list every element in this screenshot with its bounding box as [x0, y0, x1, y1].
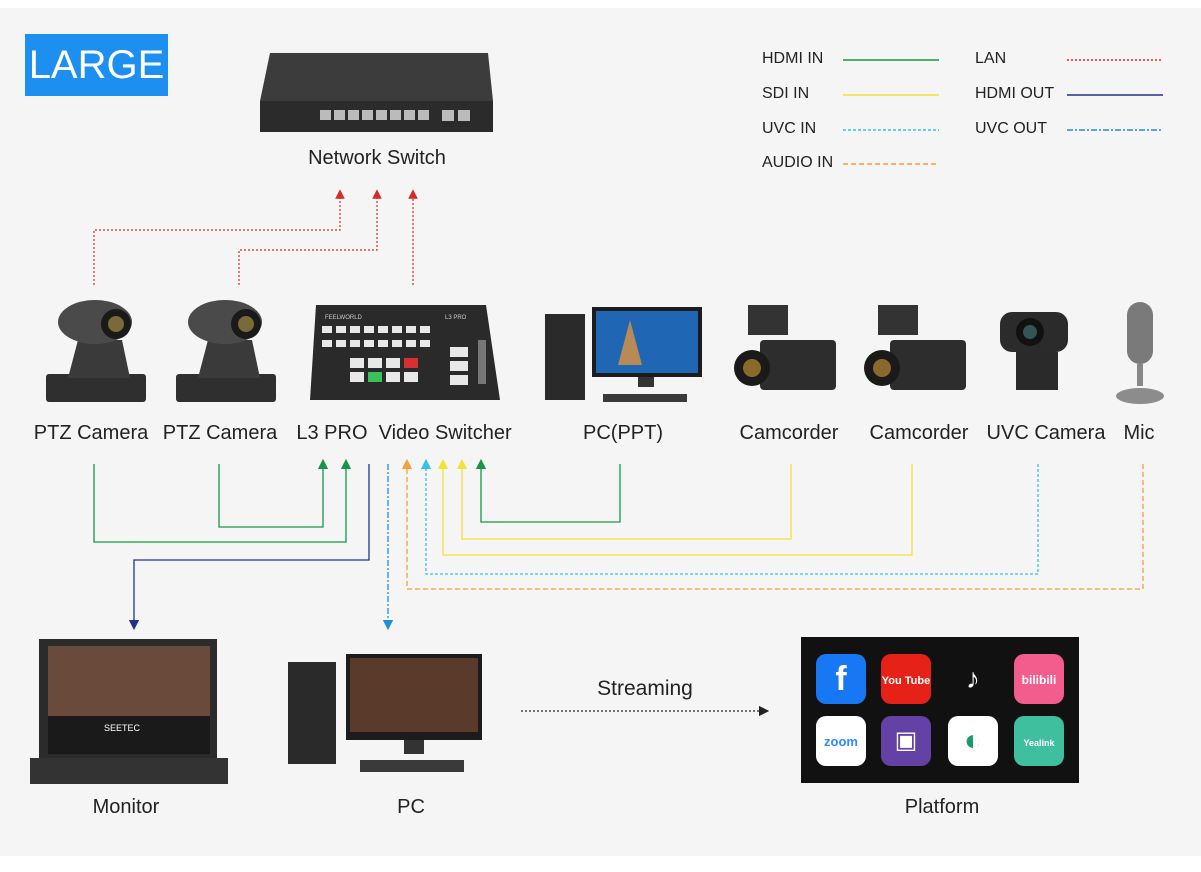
hdmi-out-monitor [128, 464, 370, 631]
webex-label: ◐ [963, 724, 983, 757]
legend-lan: LAN [975, 50, 1007, 67]
facebook-label: f [835, 660, 847, 698]
uvc-in-camera [420, 458, 1039, 575]
pc-ppt-image [545, 307, 702, 402]
twitch-label: ▣ [894, 727, 918, 754]
ptz-camera-2-label: PTZ Camera [162, 422, 278, 444]
legend-uvc-out: UVC OUT [975, 120, 1047, 137]
switcher-model-text: L3 PRO [445, 315, 467, 321]
sdi-in-camcorder1 [456, 458, 792, 540]
monitor-label: Monitor [92, 796, 160, 818]
switcher-label: L3 PRO Video Switcher [296, 422, 512, 444]
legend-lines [843, 59, 1163, 165]
size-badge: LARGE [25, 34, 168, 96]
streaming-label: Streaming [597, 677, 693, 700]
facebook-icon: f [816, 654, 866, 704]
zoom-icon: zoom [816, 716, 866, 766]
sdi-in-camcorder2 [437, 458, 913, 556]
webex-icon: ◐ [948, 716, 998, 766]
monitor-brand-text: SEETEC [104, 723, 141, 733]
camcorder-1-label: Camcorder [739, 422, 839, 444]
switcher-brand-text: FEELWORLD [325, 315, 363, 321]
input-connections [93, 458, 1144, 590]
mic-label: Mic [1123, 422, 1155, 444]
monitor-image: SEETEC [30, 639, 228, 784]
platform-label: Platform [904, 796, 980, 818]
hdmi-in-ptz2 [218, 458, 329, 528]
youtube-label: You Tube [881, 675, 931, 687]
hdmi-in-pc-ppt [475, 458, 621, 523]
switcher-image: FEELWORLD L3 PRO [310, 305, 500, 400]
bilibili-icon: bilibili [1014, 654, 1064, 704]
tiktok-label: ♪ [966, 663, 980, 694]
network-switch-image [260, 53, 493, 132]
yealink-icon: Yealink [1014, 716, 1064, 766]
legend-hdmi-out: HDMI OUT [975, 85, 1055, 102]
camcorder-2-label: Camcorder [869, 422, 969, 444]
yealink-label: Yealink [1023, 738, 1055, 748]
network-switch-label: Network Switch [308, 147, 446, 169]
pc-ppt-label: PC(PPT) [583, 422, 663, 444]
mic-image [1116, 302, 1164, 404]
hdmi-in-ptz1 [93, 458, 352, 543]
ptz-camera-1-label: PTZ Camera [33, 422, 149, 444]
platform-panel: f You Tube ♪ bilibili zoom ▣ ◐ Yealink [801, 637, 1079, 783]
lan-ptz1 [93, 189, 345, 285]
camcorder-2-image [864, 305, 966, 390]
legend-sdi-in: SDI IN [762, 85, 810, 102]
output-connections [128, 464, 770, 717]
ptz-camera-2-image [176, 300, 276, 402]
lan-ptz2 [238, 189, 382, 285]
camcorder-1-image [734, 305, 836, 390]
bilibili-label: bilibili [1021, 673, 1057, 687]
legend-audio-in: AUDIO IN [762, 154, 834, 171]
legend-hdmi-in: HDMI IN [762, 50, 824, 67]
legend-uvc-in: UVC IN [762, 120, 817, 137]
twitch-icon: ▣ [881, 716, 931, 766]
pc-image [288, 654, 482, 772]
youtube-icon: You Tube [881, 654, 931, 704]
uvc-camera-label: UVC Camera [986, 422, 1106, 444]
ptz-camera-1-image [46, 300, 146, 402]
lan-connections [93, 189, 418, 285]
tiktok-icon: ♪ [948, 654, 998, 704]
zoom-label: zoom [824, 734, 858, 749]
uvc-camera-image [1000, 312, 1068, 390]
audio-in-mic [401, 458, 1144, 590]
pc-label: PC [397, 796, 425, 818]
